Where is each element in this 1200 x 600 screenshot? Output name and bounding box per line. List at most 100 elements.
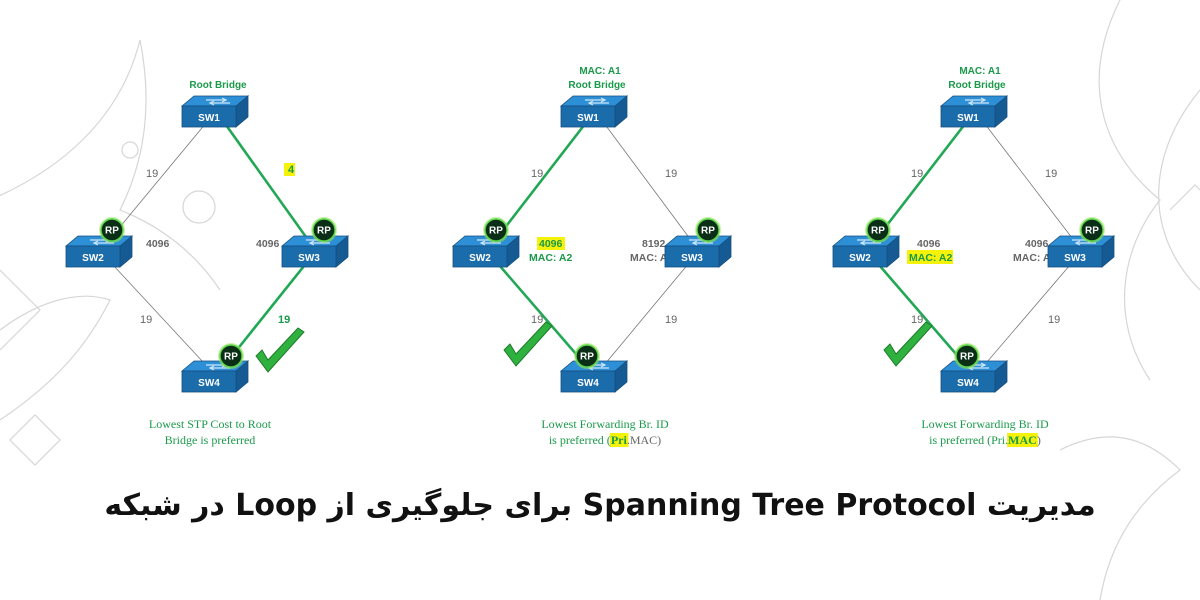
network-switch-icon: SW3 — [1047, 235, 1115, 268]
priority-right: 4096 — [1025, 238, 1049, 250]
caption-part: .MAC) — [627, 433, 661, 447]
rp-badge-icon: RP — [865, 217, 891, 243]
rp-label: RP — [871, 226, 885, 237]
rp-badge-icon: RP — [483, 217, 509, 243]
rp-circle — [219, 344, 243, 368]
link-sw2_sw4 — [99, 250, 217, 377]
green-checkmark-icon — [255, 327, 305, 373]
caption-part: MAC — [1008, 433, 1037, 447]
rp-badge-icon: RP — [574, 343, 600, 369]
rp-circle — [100, 218, 124, 242]
caption-part: is preferred (Pri. — [929, 433, 1008, 447]
rp-label: RP — [580, 352, 594, 363]
caption-line-2: is preferred (Pri.MAC) — [929, 433, 1041, 447]
mac-left: MAC: A2 — [529, 252, 573, 264]
link-sw1_sw3 — [214, 110, 318, 252]
cost-label-sw1_sw2: 19 — [146, 168, 158, 180]
cost-label-sw3_sw4: 19 — [1048, 314, 1060, 326]
network-switch-icon: SW4 — [940, 360, 1008, 393]
root-bridge-label: Root Bridge — [948, 80, 1006, 91]
switch-label-sw1: SW1 — [577, 113, 599, 124]
green-checkmark-icon — [503, 321, 553, 367]
link-sw1_sw3 — [594, 110, 700, 252]
priority-left: 4096 — [539, 238, 563, 250]
network-switch-icon: SW1 — [560, 95, 628, 128]
cost-label-sw1_sw3: 19 — [1045, 168, 1057, 180]
network-switch-icon: SW1 — [940, 95, 1008, 128]
cost-label-sw2_sw4: 19 — [531, 314, 543, 326]
caption-part: is preferred ( — [549, 433, 611, 447]
cost-label-sw1_sw3: 19 — [665, 168, 677, 180]
rp-circle — [866, 218, 890, 242]
root-mac-label: MAC: A1 — [959, 66, 1001, 77]
switch-label-sw1: SW1 — [198, 113, 220, 124]
switch-label-sw3: SW3 — [1064, 253, 1086, 264]
cost-label-sw2_sw4: 19 — [911, 314, 923, 326]
rp-circle — [955, 344, 979, 368]
page-title: مدیریت Spanning Tree Protocol برای جلوگی… — [104, 488, 1096, 523]
network-switch-icon: SW4 — [181, 360, 249, 393]
caption-line-2: is preferred (Pri.MAC) — [549, 433, 661, 447]
network-switch-icon: SW3 — [664, 235, 732, 268]
cost-label-sw3_sw4: 19 — [278, 314, 290, 326]
link-sw1_sw3 — [974, 110, 1083, 252]
mac-right: MAC: A3 — [630, 252, 674, 264]
root-bridge-label: Root Bridge — [189, 80, 247, 91]
priority-left: 4096 — [917, 238, 941, 250]
rp-circle — [1080, 218, 1104, 242]
switch-label-sw4: SW4 — [577, 378, 599, 389]
caption-line-1: Lowest Forwarding Br. ID — [921, 417, 1049, 431]
switch-label-sw4: SW4 — [198, 378, 220, 389]
network-switch-icon: SW1 — [181, 95, 249, 128]
caption-line-2: Bridge is preferred — [165, 433, 256, 447]
rp-circle — [484, 218, 508, 242]
caption-highlight — [609, 433, 629, 447]
network-switch-icon: SW2 — [452, 235, 520, 268]
mac-left: MAC: A2 — [909, 252, 953, 264]
cost-highlight — [284, 163, 295, 176]
rp-label: RP — [701, 226, 715, 237]
priority-highlight — [537, 237, 565, 250]
root-mac-label: MAC: A1 — [579, 66, 621, 77]
rp-label: RP — [317, 226, 331, 237]
rp-circle — [575, 344, 599, 368]
rp-label: RP — [1085, 226, 1099, 237]
network-switch-icon: SW3 — [281, 235, 349, 268]
priority-right: 4096 — [256, 238, 280, 250]
rp-label: RP — [960, 352, 974, 363]
rp-label: RP — [105, 226, 119, 237]
network-switch-icon: SW2 — [832, 235, 900, 268]
rp-label: RP — [224, 352, 238, 363]
caption-part: Pri — [611, 433, 628, 447]
rp-badge-icon: RP — [954, 343, 980, 369]
rp-badge-icon: RP — [311, 217, 337, 243]
cost-label-sw2_sw4: 19 — [140, 314, 152, 326]
priority-left: 4096 — [146, 238, 170, 250]
cost-label-sw1_sw2: 19 — [531, 168, 543, 180]
caption-highlight — [1007, 433, 1038, 447]
rp-badge-icon: RP — [99, 217, 125, 243]
switch-label-sw2: SW2 — [469, 253, 491, 264]
caption-part: ) — [1037, 433, 1041, 447]
rp-badge-icon: RP — [218, 343, 244, 369]
link-sw3_sw4 — [594, 250, 700, 377]
caption-line-1: Lowest STP Cost to Root — [149, 417, 272, 431]
mac-highlight — [907, 250, 953, 264]
switch-label-sw1: SW1 — [957, 113, 979, 124]
network-switch-icon: SW2 — [65, 235, 133, 268]
switch-label-sw4: SW4 — [957, 378, 979, 389]
link-sw3_sw4 — [974, 250, 1083, 377]
rp-circle — [696, 218, 720, 242]
rp-badge-icon: RP — [1079, 217, 1105, 243]
switch-label-sw3: SW3 — [298, 253, 320, 264]
switch-label-sw2: SW2 — [82, 253, 104, 264]
priority-right: 8192 — [642, 238, 666, 250]
root-bridge-label: Root Bridge — [568, 80, 626, 91]
rp-badge-icon: RP — [695, 217, 721, 243]
switch-label-sw3: SW3 — [681, 253, 703, 264]
